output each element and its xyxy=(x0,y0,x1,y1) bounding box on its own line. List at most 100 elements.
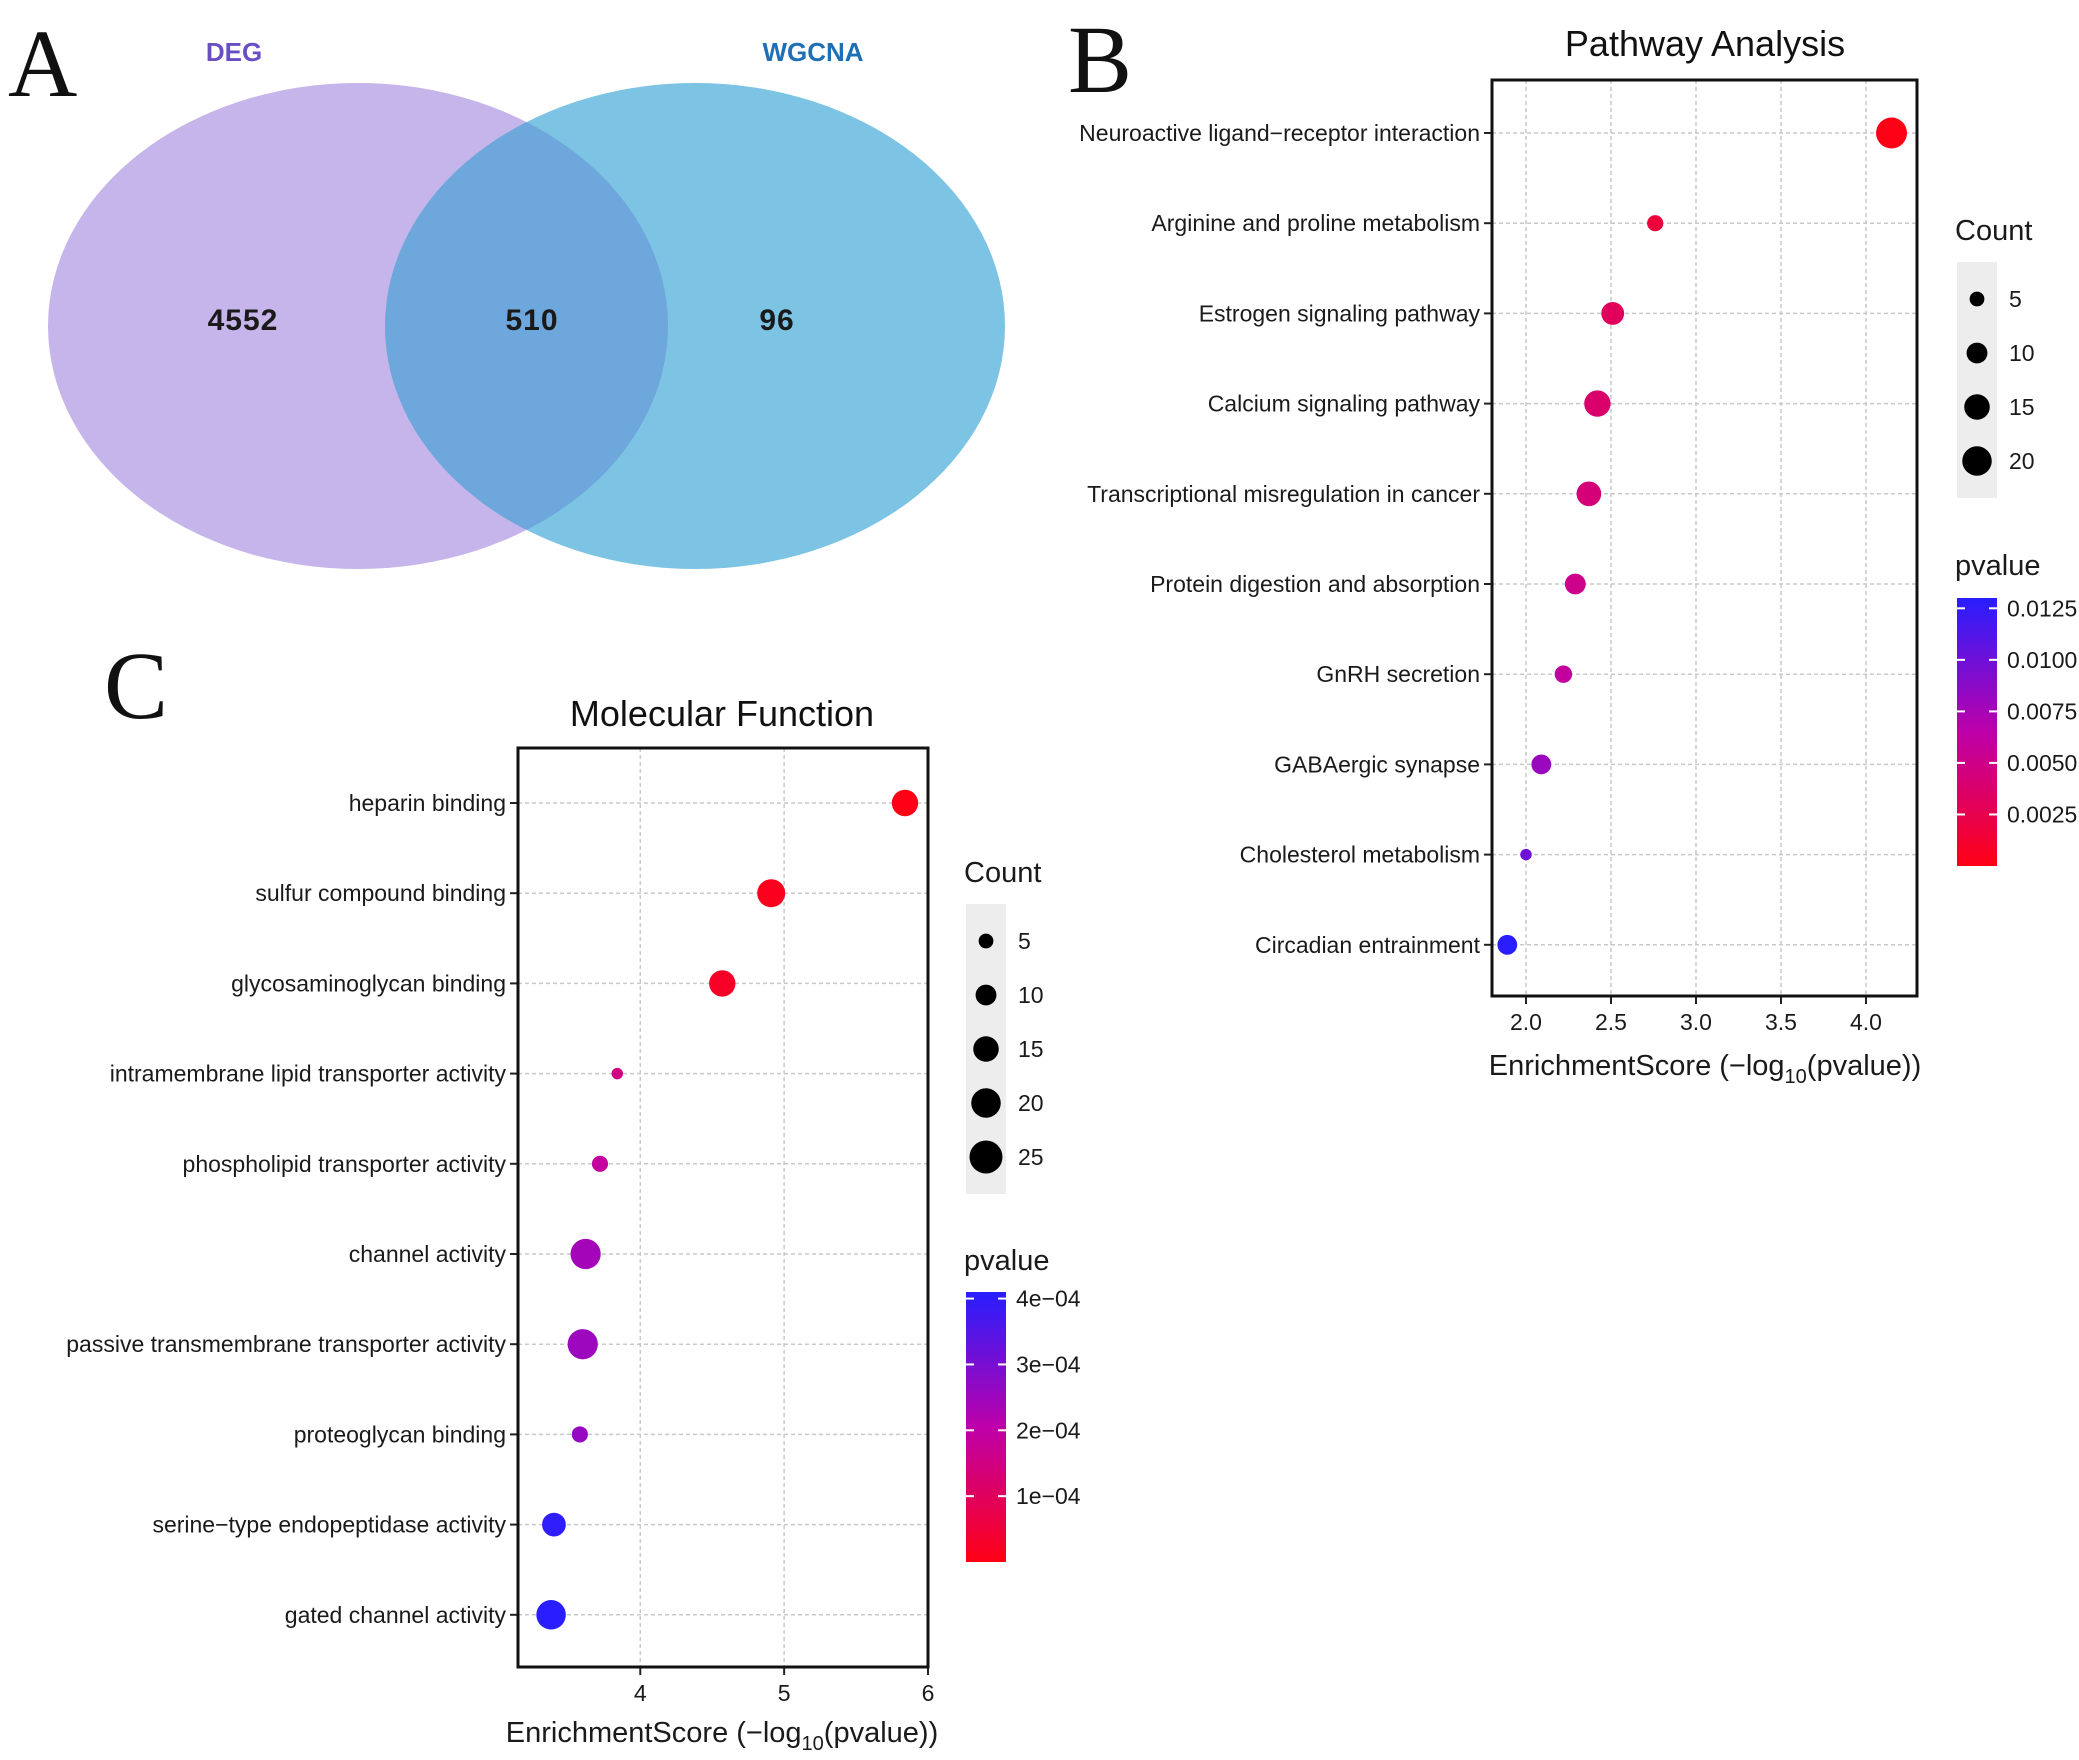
pathway-category-label: Neuroactive ligand−receptor interaction xyxy=(1079,120,1480,146)
mf-bubble-chart: heparin binding sulfur compound binding gl… xyxy=(66,746,935,1706)
pathway-point xyxy=(1601,301,1625,325)
mf-plot-background xyxy=(518,748,928,1667)
pathway-category-label: GABAergic synapse xyxy=(1274,751,1480,777)
pathway-pvalue-legend-label: 0.0075 xyxy=(2007,698,2077,724)
pathway-category-label: Transcriptional misregulation in cancer xyxy=(1087,481,1480,507)
mf-category-label: gated channel activity xyxy=(285,1602,507,1628)
pathway-point xyxy=(1584,390,1611,417)
pathway-legends: 5 10 15 20 0.0125 0.0100 0.0075 0.0050 0.0025 xyxy=(1957,262,2077,866)
mf-x-tick-label: 6 xyxy=(922,1680,935,1706)
pathway-x-tick-label: 4.0 xyxy=(1850,1009,1882,1035)
venn-label-deg: DEG xyxy=(206,37,262,67)
pathway-category-label: Arginine and proline metabolism xyxy=(1151,210,1480,236)
pathway-count-legend-symbol xyxy=(1966,342,1988,364)
molecular-function-panel: C Molecular Function heparin binding sulf… xyxy=(66,632,1081,1755)
pathway-category-label: Estrogen signaling pathway xyxy=(1199,300,1481,326)
mf-category-label: channel activity xyxy=(349,1241,507,1267)
pathway-point xyxy=(1497,934,1518,955)
pathway-count-legend-symbol xyxy=(1969,291,1985,307)
mf-category-label: heparin binding xyxy=(349,790,506,816)
pathway-pvalue-legend-label: 0.0100 xyxy=(2007,647,2077,673)
pathway-count-legend-label: 20 xyxy=(2009,448,2035,474)
pathway-category-label: Protein digestion and absorption xyxy=(1150,571,1480,597)
pathway-count-legend-symbol xyxy=(1964,394,1990,420)
mf-count-legend-label: 15 xyxy=(1018,1036,1044,1062)
mf-count-legend-label: 25 xyxy=(1018,1144,1044,1170)
venn-count-deg-only: 4552 xyxy=(208,304,279,337)
mf-point xyxy=(571,1426,588,1443)
mf-category-label: intramembrane lipid transporter activity xyxy=(110,1061,507,1087)
mf-pvalue-legend-title: pvalue xyxy=(964,1245,1049,1277)
mf-count-legend-label: 10 xyxy=(1018,982,1044,1008)
venn-label-wgcna: WGCNA xyxy=(762,37,863,67)
pathway-point xyxy=(1876,117,1907,149)
mf-point xyxy=(536,1600,566,1630)
mf-category-label: sulfur compound binding xyxy=(255,880,506,906)
pathway-pvalue-legend-label: 0.0050 xyxy=(2007,750,2077,776)
mf-count-legend-symbol xyxy=(975,984,997,1006)
mf-point xyxy=(542,1512,566,1537)
pathway-pvalue-colorbar xyxy=(1957,598,1997,866)
mf-count-legend-symbol xyxy=(971,1088,1001,1118)
panel-letter-a: A xyxy=(8,10,77,117)
mf-pvalue-colorbar xyxy=(966,1292,1006,1562)
pathway-count-legend-title: Count xyxy=(1955,215,2032,247)
venn-count-both: 510 xyxy=(505,304,558,337)
mf-category-label: proteoglycan binding xyxy=(294,1421,506,1447)
pathway-point xyxy=(1564,573,1586,595)
panel-letter-b: B xyxy=(1068,6,1132,113)
pathway-point xyxy=(1531,754,1552,775)
mf-count-legend-symbol xyxy=(973,1036,999,1062)
mf-point xyxy=(757,879,786,908)
pathway-count-legend-label: 15 xyxy=(2009,394,2035,420)
pathway-panel: B Pathway Analysis Neuroactive ligand−re… xyxy=(1068,6,2077,1088)
mf-pvalue-legend-label: 3e−04 xyxy=(1016,1351,1081,1377)
mf-count-legend-label: 20 xyxy=(1018,1090,1044,1116)
pathway-point xyxy=(1576,481,1602,507)
mf-point xyxy=(591,1155,609,1172)
pathway-pvalue-legend-title: pvalue xyxy=(1955,550,2040,582)
panel-letter-c: C xyxy=(104,632,168,739)
venn-count-wgcna-only: 96 xyxy=(759,304,794,337)
pathway-pvalue-legend-label: 0.0025 xyxy=(2007,801,2077,827)
venn-overlap xyxy=(385,83,668,569)
mf-count-legend-symbol xyxy=(978,933,994,949)
mf-category-label: passive transmembrane transporter activi… xyxy=(66,1331,506,1357)
pathway-category-label: GnRH secretion xyxy=(1316,661,1480,687)
mf-point xyxy=(709,970,736,997)
mf-point xyxy=(567,1329,598,1360)
mf-x-axis-title: EnrichmentScore (−log10(pvalue)) xyxy=(506,1717,938,1755)
mf-point xyxy=(570,1238,601,1270)
pathway-pvalue-legend-label: 0.0125 xyxy=(2007,595,2077,621)
pathway-count-legend-label: 10 xyxy=(2009,340,2035,366)
mf-count-legend-label: 5 xyxy=(1018,928,1031,954)
pathway-category-label: Calcium signaling pathway xyxy=(1208,391,1481,417)
venn-panel: A DEG WGCNA 4552 510 96 xyxy=(8,10,1005,569)
mf-pvalue-legend-label: 1e−04 xyxy=(1016,1483,1081,1509)
mf-count-legend-title: Count xyxy=(964,857,1041,889)
pathway-bubble-chart: Neuroactive ligand−receptor interactionA… xyxy=(1079,78,1919,1035)
pathway-x-tick-label: 3.5 xyxy=(1765,1009,1797,1035)
mf-pvalue-legend-label: 2e−04 xyxy=(1016,1417,1081,1443)
pathway-point xyxy=(1520,848,1532,861)
pathway-point xyxy=(1554,665,1573,683)
mf-x-tick-label: 5 xyxy=(778,1680,791,1706)
mf-pvalue-legend-label: 4e−04 xyxy=(1016,1286,1081,1312)
pathway-x-tick-label: 3.0 xyxy=(1680,1009,1712,1035)
pathway-plot-frame xyxy=(1490,78,1919,998)
mf-chart-title: Molecular Function xyxy=(570,693,874,734)
pathway-chart-title: Pathway Analysis xyxy=(1565,23,1845,64)
pathway-count-legend-symbol xyxy=(1962,446,1992,476)
pathway-point xyxy=(1647,215,1664,232)
pathway-plot-background xyxy=(1492,80,1917,996)
mf-count-legend-symbol xyxy=(969,1140,1003,1174)
pathway-count-legend-label: 5 xyxy=(2009,286,2022,312)
mf-category-label: serine−type endopeptidase activity xyxy=(152,1512,506,1538)
pathway-category-label: Circadian entrainment xyxy=(1255,932,1481,958)
mf-legends: 5 10 15 20 25 4e−04 3e−04 2e−04 1e−04 xyxy=(966,904,1081,1562)
mf-category-label: glycosaminoglycan binding xyxy=(231,970,506,996)
mf-category-label: phospholipid transporter activity xyxy=(183,1151,507,1177)
pathway-category-label: Cholesterol metabolism xyxy=(1240,842,1480,868)
mf-x-tick-label: 4 xyxy=(634,1680,647,1706)
